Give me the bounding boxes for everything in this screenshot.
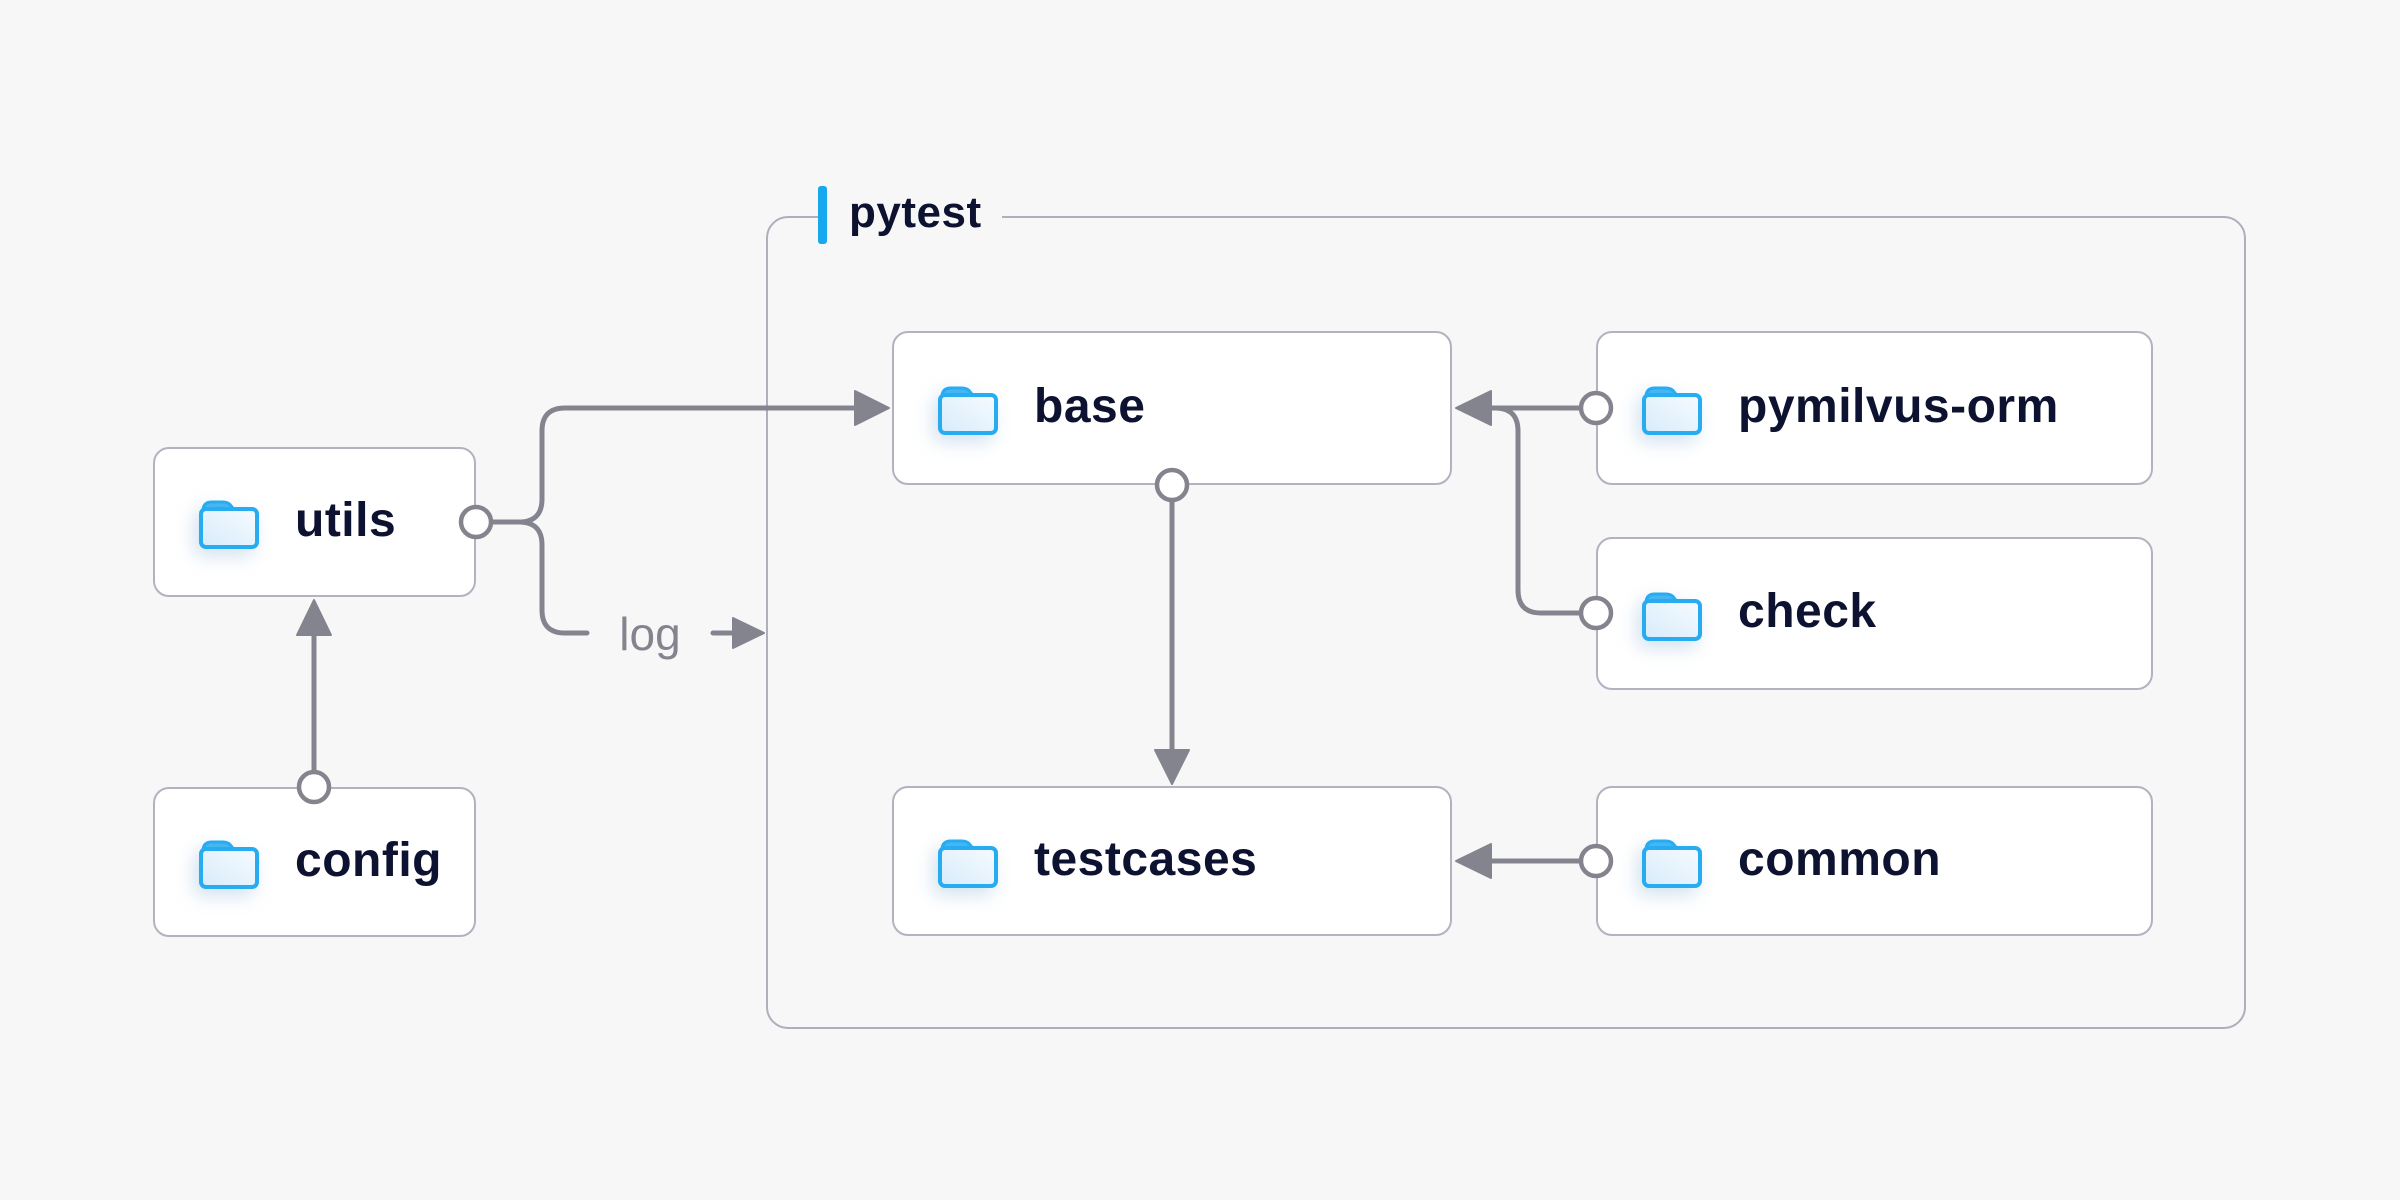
node-check: check xyxy=(1596,537,2153,690)
node-config-label: config xyxy=(295,833,442,887)
edge-log-label: log xyxy=(619,608,681,660)
node-testcases: testcases xyxy=(892,786,1452,936)
node-base: base xyxy=(892,331,1452,485)
edge-config-utils xyxy=(296,599,332,774)
folder-icon xyxy=(199,840,259,889)
node-utils-label: utils xyxy=(295,493,397,547)
pytest-container-label-text: pytest xyxy=(849,188,982,237)
pytest-container xyxy=(766,216,2246,1029)
node-utils: utils xyxy=(153,447,476,597)
folder-icon xyxy=(199,500,259,549)
node-check-label: check xyxy=(1738,585,1877,638)
node-pymilvus-orm: pymilvus-orm xyxy=(1596,331,2153,485)
node-base-label: base xyxy=(1034,379,1146,433)
node-testcases-label: testcases xyxy=(1034,832,1258,886)
folder-icon xyxy=(938,386,998,435)
folder-icon xyxy=(938,839,998,888)
node-common: common xyxy=(1596,786,2153,936)
folder-icon xyxy=(1642,591,1702,641)
folder-icon xyxy=(1642,839,1702,888)
node-pymilvus-orm-label: pymilvus-orm xyxy=(1738,379,2059,433)
node-common-label: common xyxy=(1738,832,1942,886)
folder-icon xyxy=(1642,386,1702,435)
pytest-container-label: pytest xyxy=(818,185,1002,245)
accent-bar xyxy=(818,186,827,244)
node-config: config xyxy=(153,787,476,937)
